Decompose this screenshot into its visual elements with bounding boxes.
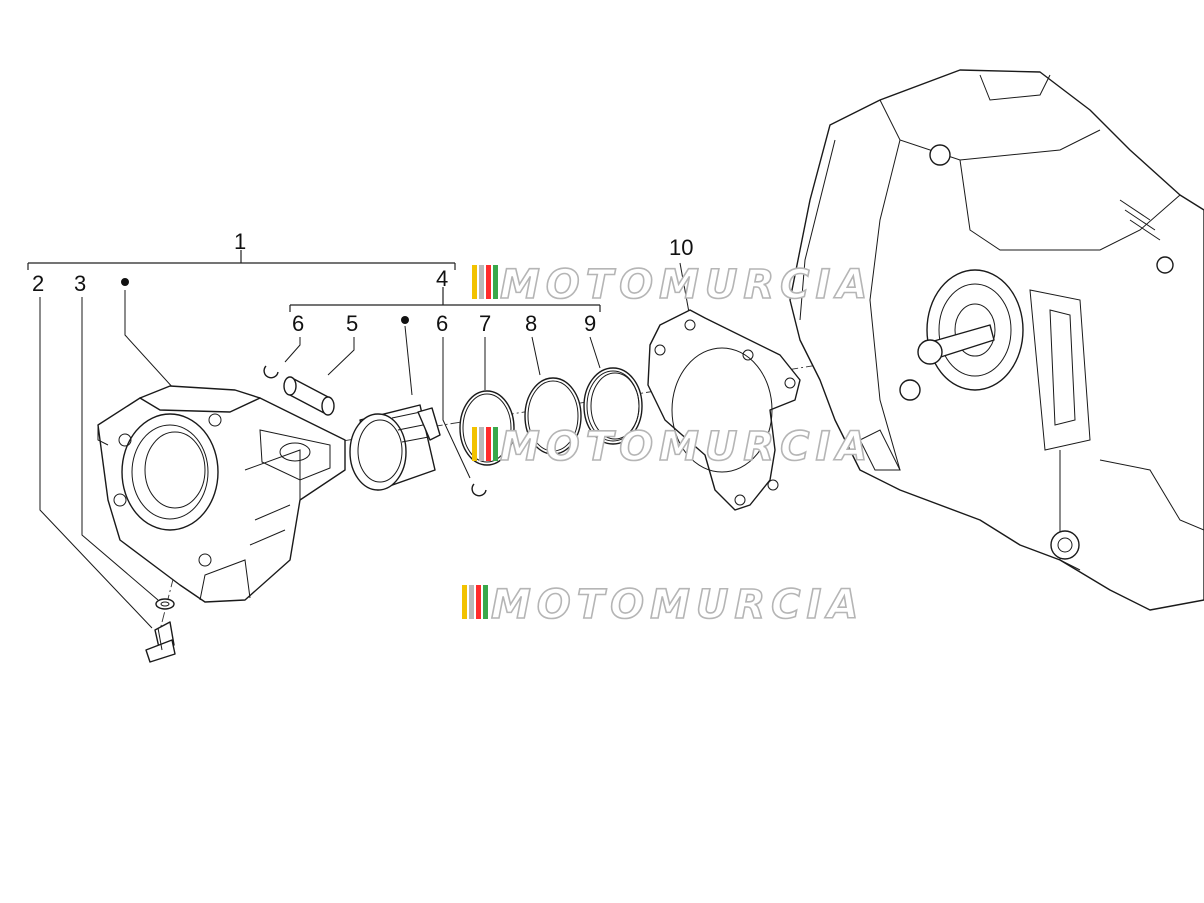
label-2: 2 — [32, 271, 44, 296]
label-7: 7 — [479, 311, 491, 336]
label-5: 5 — [346, 311, 358, 336]
circlip-right-part-6 — [471, 483, 487, 497]
label-4: 4 — [436, 266, 448, 291]
piston — [349, 404, 441, 491]
svg-text:MOTOMURCIA: MOTOMURCIA — [491, 582, 864, 628]
label-3: 3 — [74, 271, 86, 296]
piston-pin-part-5 — [283, 376, 335, 416]
label-6-right: 6 — [436, 311, 448, 336]
svg-text:MOTOMURCIA: MOTOMURCIA — [500, 262, 873, 308]
label-1: 1 — [234, 229, 246, 254]
label-8: 8 — [525, 311, 537, 336]
svg-text:MOTOMURCIA: MOTOMURCIA — [500, 424, 873, 470]
watermark-middle: MOTOMURCIA — [472, 423, 873, 471]
screw-part-2 — [145, 621, 176, 663]
bullet-marker-piston — [401, 316, 409, 324]
watermark-bottom: MOTOMURCIA — [462, 581, 864, 629]
washer-part-3 — [155, 598, 175, 610]
piston-ring-part-8 — [524, 377, 582, 455]
stud-axis — [159, 559, 179, 631]
group-bracket-4 — [289, 287, 601, 312]
label-9: 9 — [584, 311, 596, 336]
bullet-marker-cylinder — [121, 278, 129, 286]
cylinder-block — [97, 385, 346, 603]
leader-lines — [39, 262, 691, 629]
label-6-left: 6 — [292, 311, 304, 336]
circlip-left-part-6 — [263, 365, 279, 379]
watermark-top: MOTOMURCIA — [472, 261, 873, 309]
label-10: 10 — [669, 235, 693, 260]
piston-ring-part-9 — [583, 367, 643, 445]
base-gasket-part-10 — [647, 309, 801, 511]
engine-crankcase — [789, 69, 1204, 611]
group-bracket-1 — [27, 250, 456, 270]
